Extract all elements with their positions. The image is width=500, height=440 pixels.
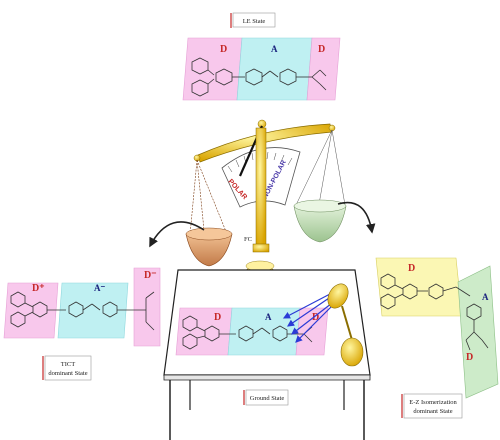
ez-state-label: E-Z Isomerization dominant State bbox=[401, 393, 463, 419]
le-structure bbox=[191, 57, 327, 97]
le-state-label: LE State bbox=[230, 12, 276, 28]
tict-state-text: TICT bbox=[61, 361, 75, 368]
tict-state-label: TICT dominant State bbox=[42, 355, 92, 381]
tict-donor2-box bbox=[133, 267, 161, 347]
le-donor2-label: D bbox=[318, 44, 325, 55]
balance-pillar bbox=[255, 127, 267, 247]
light-source bbox=[327, 283, 364, 367]
le-donor2-box bbox=[306, 37, 341, 101]
tict-state-subtext: dominant State bbox=[48, 370, 87, 377]
ez-state-text: E-Z Isomerization bbox=[409, 399, 457, 406]
ez-acceptor-box bbox=[457, 265, 499, 399]
ez-acceptor-label: A bbox=[482, 292, 489, 302]
tict-state-molecule: D⁺ A⁻ D⁻ bbox=[3, 267, 161, 347]
le-state-text: LE State bbox=[243, 18, 266, 25]
ez-donor-box bbox=[375, 257, 463, 317]
gs-donor-box bbox=[175, 307, 233, 356]
le-acceptor-label: A bbox=[271, 44, 278, 54]
ez-donor2-label: D bbox=[466, 352, 473, 363]
gs-donor-label: D bbox=[214, 312, 221, 323]
le-state-molecule: D A D bbox=[182, 37, 341, 101]
tict-acceptor-box bbox=[57, 282, 129, 339]
right-curved-arrow bbox=[337, 201, 376, 234]
tict-donor-anion-label: D⁻ bbox=[144, 270, 157, 281]
ez-donor-label: D bbox=[408, 263, 415, 274]
tict-donor-cation-label: D⁺ bbox=[32, 283, 45, 294]
ez-state-subtext: dominant State bbox=[413, 408, 452, 415]
fc-label: FC bbox=[244, 236, 252, 243]
ground-state-molecule: D A D bbox=[175, 283, 364, 367]
gs-donor2-label: D bbox=[312, 312, 319, 323]
ez-state-molecule: D A D bbox=[375, 257, 499, 399]
gs-acceptor-label: A bbox=[265, 312, 272, 322]
ground-state-text: Ground State bbox=[250, 395, 285, 402]
tict-donor-box bbox=[3, 282, 59, 339]
left-curved-arrow bbox=[149, 221, 205, 248]
tict-acceptor-anion-label: A⁻ bbox=[94, 283, 105, 293]
le-donor-label: D bbox=[220, 44, 227, 55]
balance-scale: POLAR NON-POLAR FC bbox=[185, 119, 347, 299]
balance-beam bbox=[197, 123, 333, 163]
ground-state-label: Ground State bbox=[243, 389, 289, 406]
